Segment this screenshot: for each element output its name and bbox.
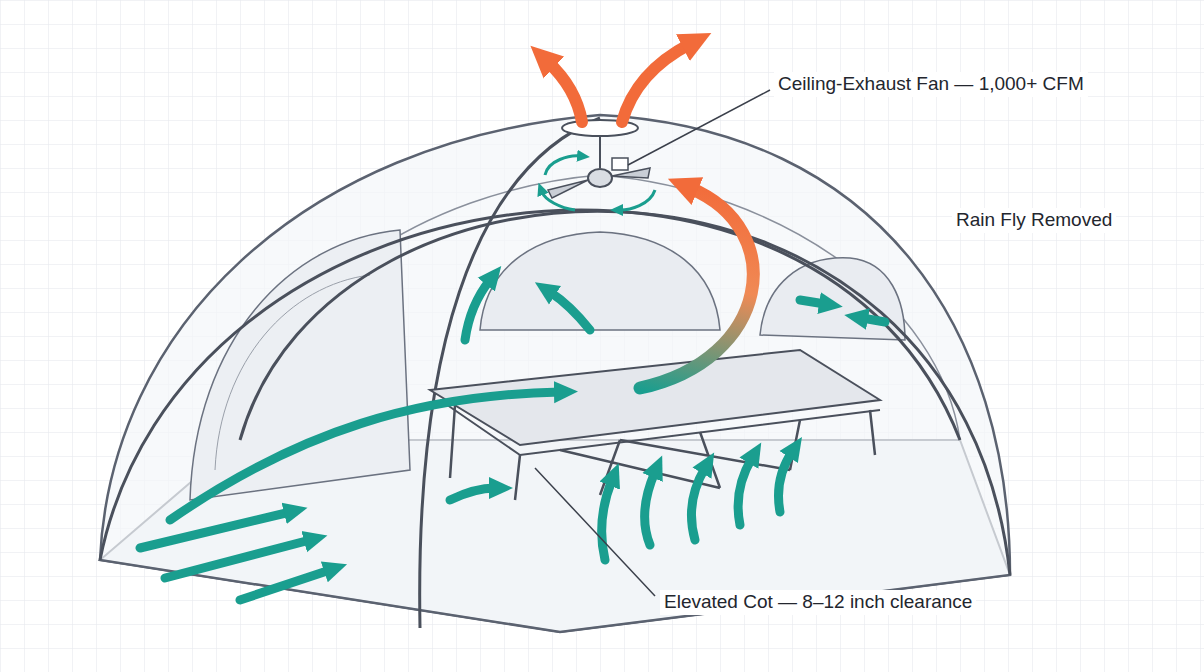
part-label: Elevated Cot — 8–12 inch clearance (660, 590, 976, 615)
part-label: Rain Fly Removed (952, 208, 1116, 233)
part-label: Ceiling-Exhaust Fan — 1,000+ CFM (774, 72, 1088, 97)
